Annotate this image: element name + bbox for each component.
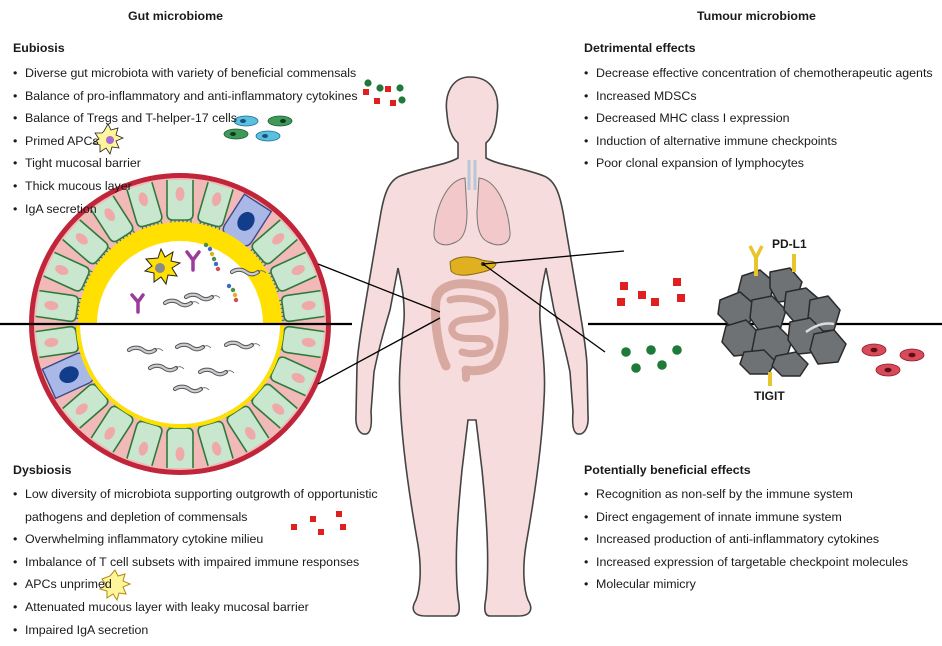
detrimental-heading: Detrimental effects <box>584 41 696 55</box>
eubiosis-heading: Eubiosis <box>13 41 65 55</box>
tumour-cell-icon <box>717 267 847 377</box>
pd-l1-checkpoint-icon <box>748 245 796 276</box>
list-item: Attenuated mucous layer with leaky mucos… <box>13 596 378 619</box>
thin-mucous-layer <box>76 324 284 428</box>
eubiosis-list: Diverse gut microbiota with variety of b… <box>13 62 358 220</box>
cytokine-icon <box>621 345 682 373</box>
epithelial-cell <box>166 422 194 469</box>
list-item: Tight mucosal barrier <box>13 152 358 175</box>
list-item-continuation: pathogens and depletion of commensals <box>25 509 248 524</box>
list-item: Balance of Tregs and T-helper-17 cells <box>13 107 358 130</box>
list-item: Poor clonal expansion of lymphocytes <box>584 152 933 175</box>
list-item: Direct engagement of innate immune syste… <box>584 506 908 529</box>
pd-l1-label: PD-L1 <box>772 237 807 251</box>
list-item: Primed APCs <box>13 130 358 153</box>
list-item: IgA secretion <box>13 198 358 221</box>
list-item: Decrease effective concentration of chem… <box>584 62 933 85</box>
cytokine-icon <box>363 79 406 106</box>
list-item: APCs unprimed <box>13 573 378 596</box>
tumour-microbiome-title: Tumour microbiome <box>697 9 816 23</box>
list-item: Diverse gut microbiota with variety of b… <box>13 62 358 85</box>
list-item: Induction of alternative immune checkpoi… <box>584 130 933 153</box>
commensal-chain <box>203 242 239 303</box>
list-item: Increased production of anti-inflammator… <box>584 528 908 551</box>
pancreas-icon <box>449 256 497 276</box>
list-item: Molecular mimicry <box>584 573 908 596</box>
tigit-label: TIGIT <box>754 389 785 403</box>
cytokine-icon <box>617 278 685 306</box>
lymphocyte-icon <box>861 343 925 377</box>
list-item: Decreased MHC class I expression <box>584 107 933 130</box>
list-item: Balance of pro-inflammatory and anti-inf… <box>13 85 358 108</box>
list-item: Thick mucous layer <box>13 175 358 198</box>
primed-apc-in-lumen <box>143 247 182 286</box>
list-item: Impaired IgA secretion <box>13 619 378 642</box>
gut-cross-section <box>29 173 331 475</box>
bacterium-icon <box>805 322 835 334</box>
list-item: Recognition as non-self by the immune sy… <box>584 483 908 506</box>
dysbiosis-heading: Dysbiosis <box>13 463 72 477</box>
list-item: Imbalance of T cell subsets with impaire… <box>13 551 378 574</box>
lungs-icon <box>433 160 511 246</box>
list-item: Overwhelming inflammatory cytokine milie… <box>13 528 378 551</box>
list-item: Increased expression of targetable check… <box>584 551 908 574</box>
human-body <box>355 76 589 617</box>
dysbiosis-list: Low diversity of microbiota supporting o… <box>13 483 378 641</box>
antibody-icon <box>130 250 201 314</box>
gut-microbiome-title: Gut microbiome <box>128 9 224 23</box>
pointer-lines <box>317 250 625 385</box>
beneficial-heading: Potentially beneficial effects <box>584 463 751 477</box>
beneficial-list: Recognition as non-self by the immune sy… <box>584 483 908 596</box>
intestines-icon <box>431 279 509 382</box>
list-item: Low diversity of microbiota supporting o… <box>13 483 378 506</box>
list-item: Increased MDSCs <box>584 85 933 108</box>
detrimental-list: Decrease effective concentration of chem… <box>584 62 933 175</box>
